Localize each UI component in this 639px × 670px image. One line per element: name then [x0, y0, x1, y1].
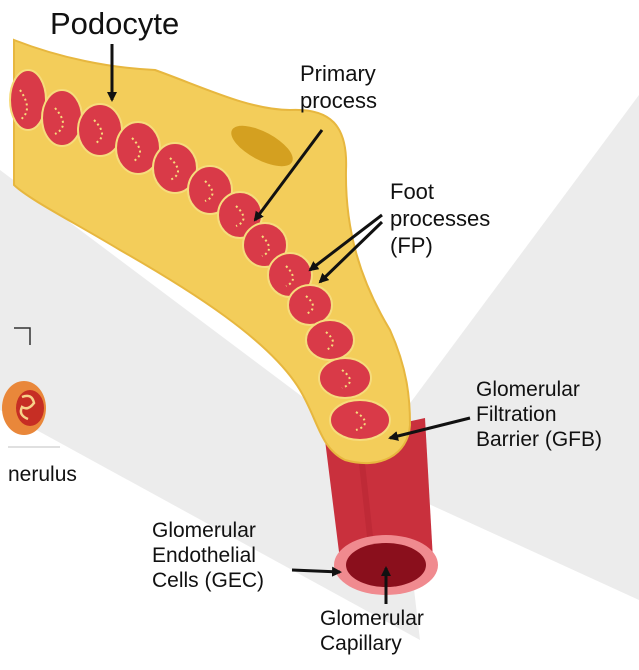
label-primary-process: Primary process: [300, 60, 377, 114]
kidney-icon: [2, 381, 46, 435]
label-capillary-line1: Glomerular: [320, 606, 424, 631]
label-gec-line3: Cells (GEC): [152, 568, 264, 593]
label-foot-processes-line3: (FP): [390, 232, 490, 259]
label-gfb-line3: Barrier (GFB): [476, 427, 602, 452]
label-gec-line2: Endothelial: [152, 543, 264, 568]
label-capillary-line2: Capillary: [320, 631, 424, 656]
label-gec-line1: Glomerular: [152, 518, 264, 543]
label-gfb: Glomerular Filtration Barrier (GFB): [476, 377, 602, 452]
label-primary-process-line1: Primary: [300, 60, 377, 87]
label-foot-processes-line2: processes: [390, 205, 490, 232]
zoom-wedge-right: [405, 95, 639, 600]
label-gfb-line1: Glomerular: [476, 377, 602, 402]
label-gfb-line2: Filtration: [476, 402, 602, 427]
arrow-gec: [292, 570, 340, 572]
label-gec: Glomerular Endothelial Cells (GEC): [152, 518, 264, 593]
label-podocyte: Podocyte: [50, 6, 179, 42]
label-foot-processes: Foot processes (FP): [390, 178, 490, 259]
label-primary-process-line2: process: [300, 87, 377, 114]
label-capillary: Glomerular Capillary: [320, 606, 424, 656]
label-inset-glomerulus: nerulus: [8, 462, 77, 487]
label-foot-processes-line1: Foot: [390, 178, 490, 205]
